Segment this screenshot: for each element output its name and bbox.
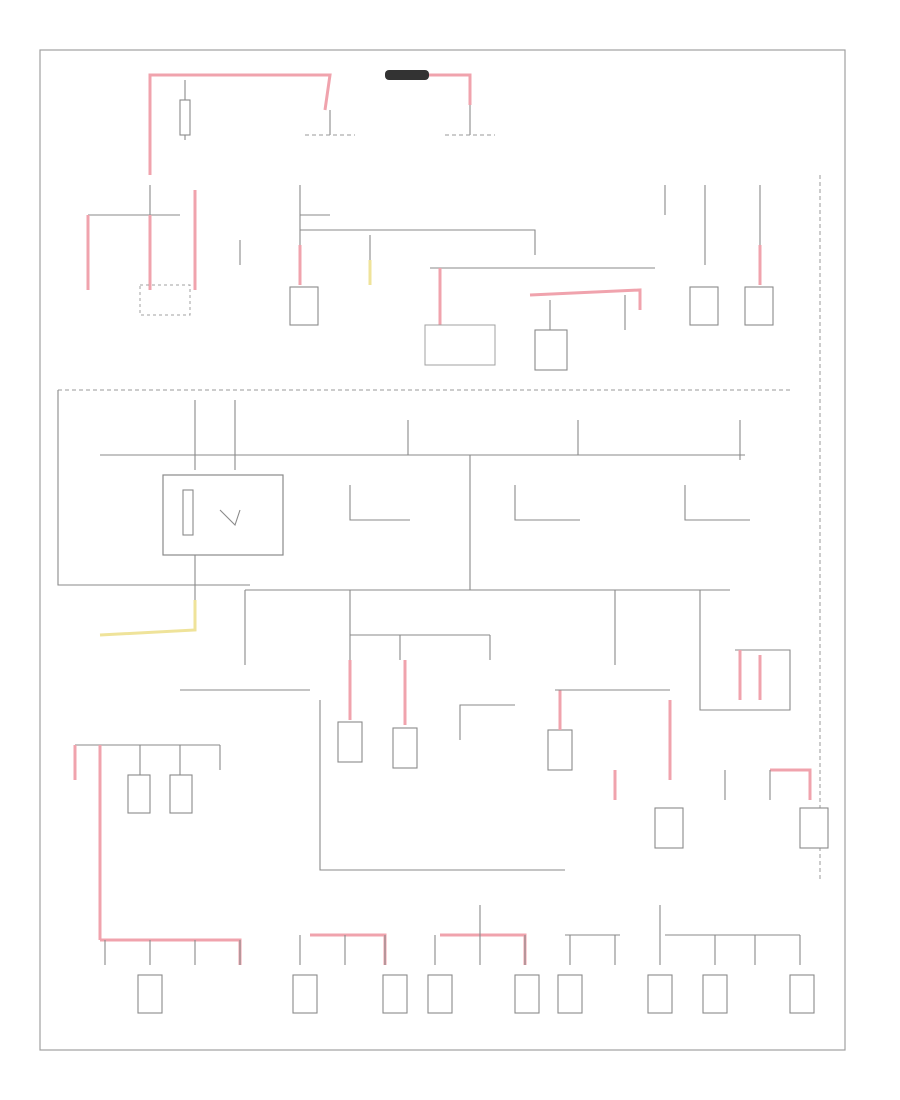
component-j [547, 729, 573, 771]
battery [179, 99, 191, 136]
bottom-component-8 [702, 974, 728, 1014]
component-a [139, 284, 191, 316]
bottom-red-bus-2 [310, 933, 387, 965]
bottom-component-7 [647, 974, 673, 1014]
right-drops [724, 770, 771, 800]
component-f [744, 286, 774, 326]
bottom-drops-2 [299, 935, 386, 965]
component-e [689, 286, 719, 326]
ignition-switch-section [99, 400, 750, 637]
relay-box-right [699, 649, 791, 711]
bottom-component-9 [789, 974, 815, 1014]
battery-circuit [148, 70, 495, 175]
red-feed-relay [738, 650, 762, 700]
component-d [534, 329, 568, 371]
fuse-bus-mid [299, 185, 330, 245]
battery-positive-wire [148, 73, 332, 175]
bottom-drops-1 [104, 940, 241, 965]
bottom-component-3 [382, 974, 408, 1014]
bottom-component-1 [137, 974, 163, 1014]
component-m [169, 774, 193, 814]
component-n [799, 807, 829, 849]
ground-return [319, 700, 565, 871]
run-bus-taps [407, 420, 741, 460]
injector-bank-right [724, 768, 829, 849]
ignition-switch-contact [219, 509, 241, 527]
component-h [392, 727, 418, 769]
bottom-red-bus-3 [440, 933, 527, 965]
left-enclosure [57, 390, 250, 586]
component-b [289, 286, 319, 326]
fuse-bus-right [300, 229, 536, 255]
component-c [424, 324, 496, 366]
bottom-component-5 [514, 974, 540, 1014]
component-i-outline [459, 704, 515, 740]
middle-fuse-drops [244, 590, 791, 849]
bottom-component-6 [557, 974, 583, 1014]
bottom-drops-4 [565, 920, 801, 965]
injector-drops [139, 745, 221, 775]
bottom-red-bus-1 [100, 938, 242, 965]
bottom-component-4 [427, 974, 453, 1014]
fusible-link [385, 70, 429, 80]
bottom-drops-3 [434, 935, 526, 965]
injector-bank-left [73, 689, 565, 940]
red-feed-right [770, 768, 812, 800]
component-l [127, 774, 151, 814]
red-feed-k [613, 700, 672, 800]
ignition-yellow-wire [99, 600, 197, 637]
ignition-switch-element [182, 489, 194, 536]
bottom-component-2 [292, 974, 318, 1014]
relay-outlines [349, 485, 750, 521]
diagram-border [39, 49, 846, 1051]
component-g [337, 721, 363, 763]
fuse-drops [244, 590, 701, 665]
underhood-fuse-row [86, 185, 774, 371]
ignition-inputs [194, 400, 236, 470]
fuse-drops-right [664, 185, 761, 265]
ignition-switch-box [162, 474, 284, 556]
injector-red-feeds [73, 745, 102, 940]
red-feeds-mid [348, 660, 407, 725]
bottom-feed-taps [479, 905, 661, 935]
component-k [654, 807, 684, 849]
wire-c2 [529, 288, 642, 310]
bottom-component-row [100, 905, 815, 1014]
fuse-bus-left [88, 185, 180, 216]
